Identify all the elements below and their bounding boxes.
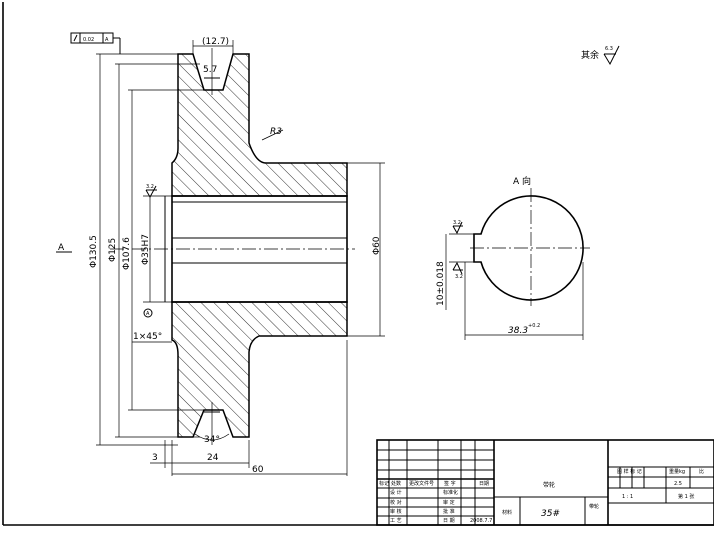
dim-key-height: 38.3 [508,326,528,336]
part-name: 带轮 [543,481,555,489]
material-value: 35# [541,509,560,519]
dim-offset-left: 3 [152,453,158,463]
dim-rim-width: 24 [207,453,219,463]
datum-marker-letter: A [146,311,150,317]
scale-value: 1 : 1 [622,494,633,500]
tb-row-design: 设 计 [390,489,402,496]
tb-scale-label: 比 [699,468,704,475]
tb-row-check: 校 对 [390,499,402,506]
dim-total-length: 60 [252,465,264,475]
tb-row-process: 工 艺 [390,518,402,524]
groove-width-dimension [192,40,234,54]
pulley-section-view [110,48,355,445]
tb-col-date: 日期 [479,481,489,487]
runout-tolerance-frame [70,32,121,54]
dim-groove-diameter: Φ107.6 [122,237,132,270]
dim-fillet-radius: R3 [270,127,282,137]
section-hatch-lower [171,301,348,438]
roughness-note-label: 其余 [581,49,599,61]
tb-date-value: 2008.7.7 [470,518,492,524]
dim-key-height-tolerance: +0.2 [528,323,540,329]
dim-groove-inner-width: 5.7 [203,65,217,75]
dim-key-width: 10±0.018 [436,261,446,306]
section-hatch-upper [171,53,348,197]
key-roughness-top: 3.2 [453,220,461,226]
tb-row-review: 审 核 [390,508,402,515]
tb-sign-date: 日 期 [443,518,455,524]
keyway-end-view [445,188,590,340]
tb-col-count: 处数 [391,480,401,487]
dim-hub-diameter: Φ60 [372,236,382,255]
roughness-bore-value: 3.2 [146,184,154,190]
tb-material-label: 材料 [502,509,512,516]
diameter-dimensions [96,53,385,446]
dim-groove-angle: 34° [204,435,220,445]
roughness-symbol-bore [145,185,157,199]
dim-chamfer: 1×45° [133,332,162,342]
runout-datum-letter: A [105,37,109,43]
mass-value: 2.5 [674,481,682,487]
datum-left-label: A [58,243,65,253]
key-roughness-bottom: 3.2 [455,274,463,280]
roughness-note-symbol [603,45,620,66]
tb-col-sign: 签 字 [444,480,456,487]
tb-sign-approve: 审 定 [443,499,455,506]
tb-sign-authorize: 批 准 [443,508,455,515]
sheet-info: 第 1 张 [678,493,694,500]
dim-groove-top-width: (12.7) [202,37,229,47]
dim-bore-diameter: Φ35H7 [141,234,151,265]
datum-marker [143,308,153,318]
tb-col-mark: 标记 [379,480,389,487]
tb-mass-label: 重量kg [669,468,685,475]
view-a-label: A 向 [513,175,531,187]
roughness-note-value: 6.3 [605,46,613,52]
length-dimensions [150,340,348,476]
dim-pitch-diameter: Φ125 [108,238,118,262]
tb-col-docno: 更改文件号 [409,480,434,487]
dim-outer-diameter: Φ130.5 [89,235,99,268]
tb-mass-col: 图 样 标 记 [617,468,642,475]
runout-tolerance-value: 0.02 [83,37,94,43]
title-block [376,439,714,526]
tb-sign-standard: 标准化 [443,489,458,496]
tb-extra-label: 带轮 [589,503,599,510]
